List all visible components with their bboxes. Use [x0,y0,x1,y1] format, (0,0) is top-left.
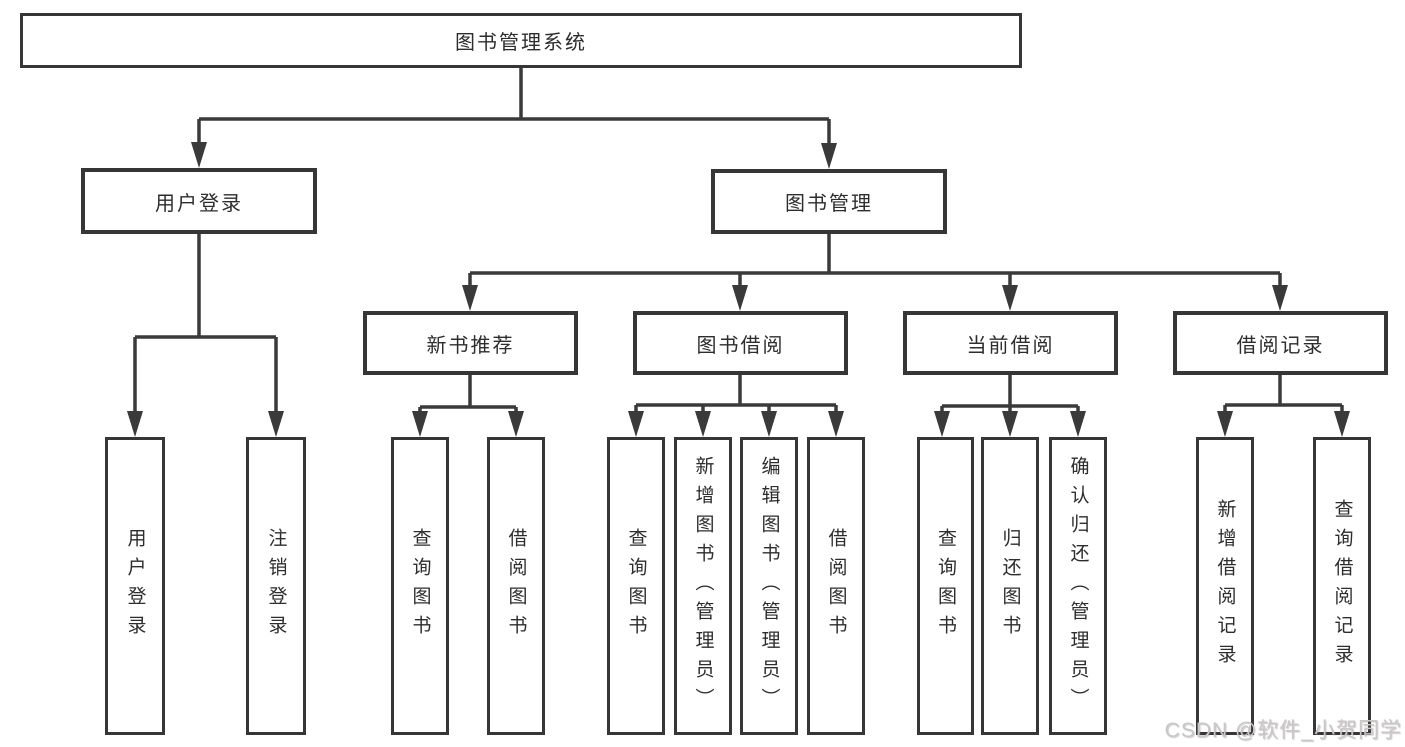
leaf-borrow-query-books-label: 查询图书 [625,528,647,644]
leaf-user-login-label: 用户登录 [124,528,146,644]
node-book-borrow-label: 图书借阅 [696,334,785,357]
leaf-newrec-query-books: 查询图书 [391,437,449,735]
node-book-management-label: 图书管理 [785,193,873,215]
node-root: 图书管理系统 [20,13,1022,68]
leaf-current-return-books: 归还图书 [981,437,1039,735]
leaf-records-add-record: 新增借阅记录 [1196,437,1254,735]
node-new-book-recommend: 新书推荐 [363,311,578,375]
node-user-login: 用户登录 [81,168,317,234]
leaf-borrow-add-books-admin-label: 新增图书（管理员） [692,455,714,717]
leaf-current-confirm-return-admin: 确认归还（管理员） [1049,437,1107,735]
leaf-records-query-record: 查询借阅记录 [1313,437,1371,735]
leaf-borrow-borrow-books: 借阅图书 [807,437,865,735]
leaf-current-query-books: 查询图书 [917,437,974,735]
leaf-current-return-books-label: 归还图书 [999,528,1021,644]
csdn-watermark: CSDN @软件_小贺同学 [1164,719,1402,742]
node-current-borrow: 当前借阅 [903,311,1118,375]
leaf-borrow-borrow-books-label: 借阅图书 [825,528,847,644]
node-current-borrow-label: 当前借阅 [966,334,1055,357]
leaf-logout-login: 注销登录 [246,437,306,735]
leaf-current-confirm-return-admin-label: 确认归还（管理员） [1067,455,1089,717]
node-borrow-records-label: 借阅记录 [1236,334,1325,357]
node-user-login-label: 用户登录 [155,192,243,215]
leaf-borrow-edit-books-admin-label: 编辑图书（管理员） [758,455,780,717]
leaf-borrow-edit-books-admin: 编辑图书（管理员） [740,437,798,735]
leaf-borrow-query-books: 查询图书 [607,437,665,735]
leaf-newrec-borrow-books-label: 借阅图书 [505,528,527,644]
leaf-user-login: 用户登录 [105,437,165,735]
leaf-newrec-query-books-label: 查询图书 [409,528,431,644]
node-book-borrow: 图书借阅 [633,311,848,375]
leaf-newrec-borrow-books: 借阅图书 [487,437,545,735]
node-root-label: 图书管理系统 [455,32,587,54]
leaf-records-add-record-label: 新增借阅记录 [1214,499,1236,673]
leaf-current-query-books-label: 查询图书 [935,528,956,644]
leaf-records-query-record-label: 查询借阅记录 [1331,499,1353,673]
node-book-management: 图书管理 [711,169,947,234]
node-new-book-recommend-label: 新书推荐 [426,334,515,357]
leaf-borrow-add-books-admin: 新增图书（管理员） [674,437,732,735]
leaf-logout-login-label: 注销登录 [265,528,287,644]
arrowheads [127,142,1350,437]
node-borrow-records: 借阅记录 [1173,311,1388,375]
